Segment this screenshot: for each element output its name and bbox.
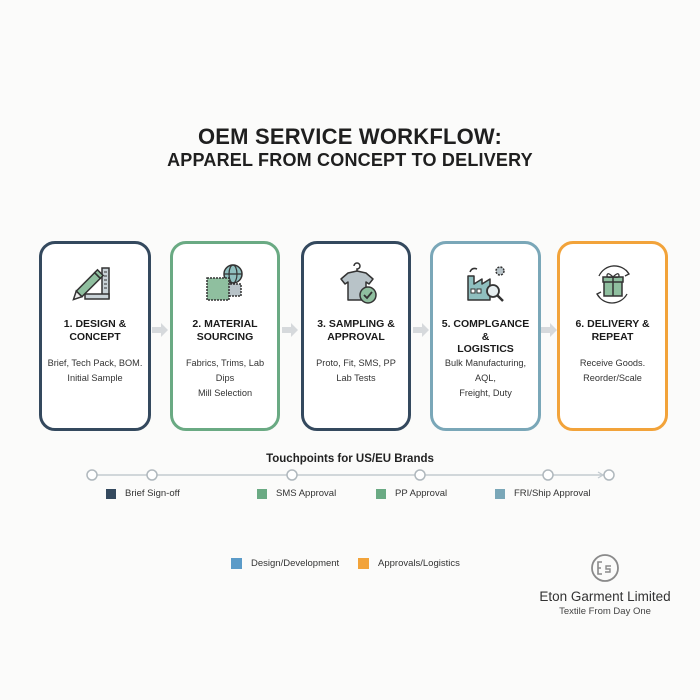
page-title: OEM SERVICE WORKFLOW: [197, 124, 503, 149]
step-desc-line1: Receive Goods. [579, 358, 646, 368]
step-title-line2: REPEAT [591, 330, 634, 343]
timeline-node [286, 469, 298, 481]
step-title: 2. MATERIAL SOURCING [173, 318, 277, 343]
step-title: 6. DELIVERY & REPEAT [560, 318, 665, 343]
step-card-sampling-approval: 3. SAMPLING & APPROVAL Proto, Fit, SMS, … [301, 241, 411, 431]
legend-label: Approvals/Logistics [378, 558, 460, 569]
arrow-right-icon [541, 323, 557, 337]
step-desc-line1: Brief, Tech Pack, BOM. [47, 358, 143, 368]
step-card-design-concept: 1. DESIGN & CONCEPT Brief, Tech Pack, BO… [39, 241, 151, 431]
arrow-right-icon [413, 323, 429, 337]
step-description: Bulk Manufacturing, AQL, Freight, Duty [433, 356, 538, 401]
step-title-line1: 2. MATERIAL [192, 318, 258, 330]
touchpoint-label: FRI/Ship Approval [514, 488, 591, 499]
shirt-check-icon [332, 262, 380, 306]
step-title: 5. COMPLGANCE & LOGISTICS [433, 318, 538, 356]
touchpoints-timeline [0, 465, 700, 485]
step-title: 3. SAMPLING & APPROVAL [304, 318, 408, 343]
step-description: Receive Goods. Reorder/Scale [560, 356, 665, 386]
factory-inspect-icon [462, 262, 510, 306]
company-name: Eton Garment Limited [539, 589, 671, 604]
timeline-node [146, 469, 158, 481]
touchpoints-title: Touchpoints for US/EU Brands [266, 453, 434, 465]
touchpoint-pp-approval: PP Approval [376, 488, 447, 499]
legend-design-development: Design/Development [231, 558, 339, 569]
company-logo-icon [590, 553, 620, 583]
swatch-green [257, 488, 267, 499]
touchpoint-label: SMS Approval [276, 488, 337, 499]
step-description: Fabrics, Trims, Lab Dips Mill Selection [173, 356, 277, 401]
step-description: Proto, Fit, SMS, PP Lab Tests [304, 356, 408, 386]
touchpoint-label: PP Approval [395, 488, 448, 499]
swatch-steel-blue [495, 488, 505, 499]
touchpoint-fri-ship-approval: FRI/Ship Approval [495, 488, 591, 499]
company-tagline: Textile From Day One [559, 606, 651, 617]
step-title-line2: SOURCING [196, 330, 254, 343]
touchpoint-label: Brief Sign-off [125, 488, 180, 499]
step-title: 1. DESIGN & CONCEPT [42, 318, 148, 343]
step-desc-line2: Lab Tests [336, 373, 376, 383]
step-description: Brief, Tech Pack, BOM. Initial Sample [42, 356, 148, 386]
legend-label: Design/Development [251, 558, 340, 569]
step-desc-line1: Proto, Fit, SMS, PP [316, 358, 396, 368]
page-subtitle: APPAREL FROM CONCEPT TO DELIVERY [167, 150, 533, 170]
step-desc-line2: Freight, Duty [459, 388, 512, 398]
step-title-line2: LOGISTICS [457, 343, 514, 355]
step-desc-line2: Reorder/Scale [583, 373, 642, 383]
gift-cycle-icon [589, 262, 637, 306]
touchpoint-sms-approval: SMS Approval [257, 488, 336, 499]
step-desc-line1: Bulk Manufacturing, AQL, [444, 358, 527, 383]
swatch-green [376, 488, 386, 499]
arrow-right-icon [282, 323, 298, 337]
step-title-line1: 3. SAMPLING & [317, 318, 395, 330]
swatch-orange [358, 558, 369, 569]
step-title-line2: CONCEPT [69, 330, 121, 343]
step-title-line1: 6. DELIVERY & [575, 318, 650, 330]
step-card-material-sourcing: 2. MATERIAL SOURCING Fabrics, Trims, Lab… [170, 241, 280, 431]
step-title-line1: 1. DESIGN & [63, 318, 127, 330]
pencil-ruler-icon [71, 262, 119, 306]
step-desc-line2: Mill Selection [197, 388, 253, 398]
legend-approvals-logistics: Approvals/Logistics [358, 558, 460, 569]
swatch-navy [106, 488, 116, 499]
step-title-line1: 5. COMPLGANCE & [441, 318, 530, 343]
step-title-line2: APPROVAL [327, 330, 385, 343]
touchpoint-brief-signoff: Brief Sign-off [106, 488, 180, 499]
fabric-globe-icon [201, 262, 249, 306]
step-card-delivery-repeat: 6. DELIVERY & REPEAT Receive Goods. Reor… [557, 241, 668, 431]
timeline-node [414, 469, 426, 481]
step-card-compliance-logistics: 5. COMPLGANCE & LOGISTICS Bulk Manufactu… [430, 241, 541, 431]
swatch-blue [231, 558, 242, 569]
step-desc-line1: Fabrics, Trims, Lab Dips [185, 358, 265, 383]
step-desc-line2: Initial Sample [67, 373, 123, 383]
brand-block: Eton Garment Limited Textile From Day On… [520, 553, 690, 617]
timeline-node [86, 469, 98, 481]
timeline-node [603, 469, 615, 481]
arrow-right-icon [152, 323, 168, 337]
timeline-node [542, 469, 554, 481]
